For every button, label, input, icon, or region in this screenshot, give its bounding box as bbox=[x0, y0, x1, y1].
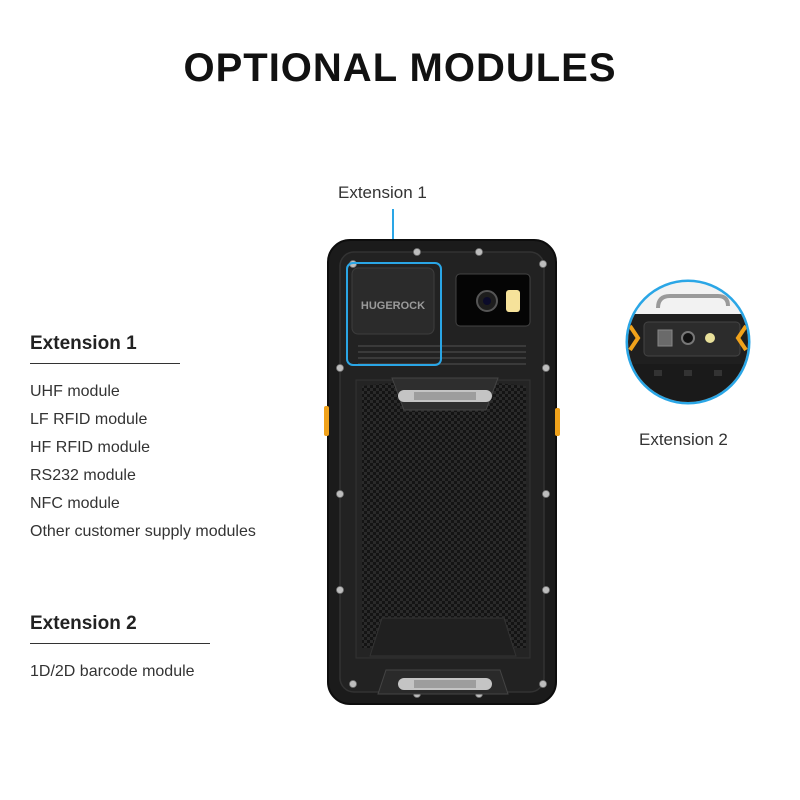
extension-1-module-list: UHF module LF RFID module HF RFID module… bbox=[30, 378, 256, 546]
module-item: LF RFID module bbox=[30, 411, 148, 428]
extension-2-callout-label: Extension 2 bbox=[639, 430, 728, 449]
brand-logo: HUGEROCK bbox=[361, 300, 425, 312]
module-item: 1D/2D barcode module bbox=[30, 663, 195, 680]
extension-2-section: Extension 2 1D/2D barcode module bbox=[30, 613, 210, 686]
extension-2-zoom-view bbox=[625, 279, 751, 405]
module-item: Other customer supply modules bbox=[30, 523, 256, 540]
extension-1-highlight-box bbox=[346, 262, 442, 366]
extension-2-module-list: 1D/2D barcode module bbox=[30, 658, 210, 686]
module-item: UHF module bbox=[30, 383, 120, 400]
side-button-accent bbox=[324, 406, 329, 436]
module-item: NFC module bbox=[30, 495, 120, 512]
page-title: OPTIONAL MODULES bbox=[183, 46, 617, 90]
scanner-lens bbox=[681, 331, 695, 345]
scanner-window bbox=[657, 329, 673, 347]
extension-1-module bbox=[351, 267, 435, 335]
extension-1-heading: Extension 1 bbox=[30, 333, 180, 364]
side-button-accent bbox=[555, 408, 560, 436]
battery-cover-mesh bbox=[362, 382, 526, 648]
extension-1-callout-line bbox=[392, 209, 394, 263]
side-accent bbox=[628, 324, 641, 352]
scanner-led bbox=[705, 333, 715, 343]
flash-light bbox=[506, 290, 520, 312]
rugged-phone-image: HUGEROCK bbox=[324, 239, 560, 705]
module-item: HF RFID module bbox=[30, 439, 151, 456]
extension-1-callout-label: Extension 1 bbox=[338, 183, 427, 202]
extension-2-heading: Extension 2 bbox=[30, 613, 210, 644]
module-item: RS232 module bbox=[30, 467, 136, 484]
extension-1-section: Extension 1 UHF module LF RFID module HF… bbox=[30, 333, 256, 546]
